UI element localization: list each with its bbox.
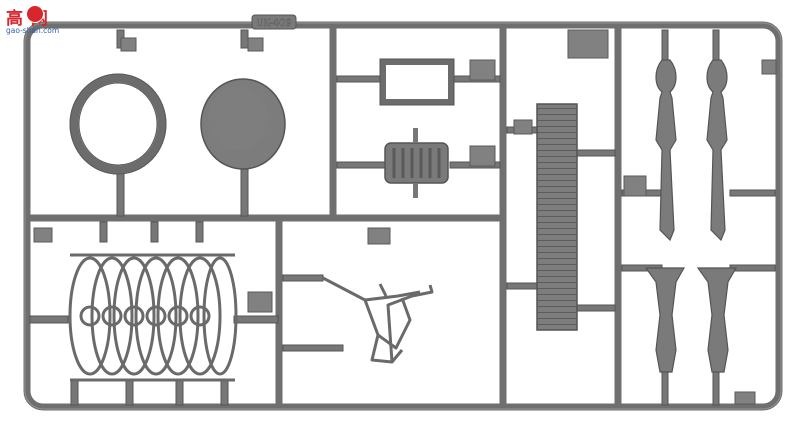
bell-parts	[644, 267, 738, 373]
watermark-url: gao-shan.com	[6, 26, 60, 35]
watermark-badge-icon	[26, 5, 44, 23]
wire-frame-part	[322, 276, 434, 364]
ring-part	[69, 73, 167, 175]
ribbed-plate-part	[536, 103, 578, 331]
sprue-code-tag: UK-409	[251, 14, 297, 30]
disc-part	[200, 78, 286, 170]
lattice-screen-part	[68, 253, 238, 382]
sprue-frame	[23, 21, 783, 411]
grille-part	[384, 128, 449, 198]
post-parts	[655, 59, 728, 242]
window-frame-part	[379, 58, 455, 106]
watermark-logo: 高 网 gao-shan.com	[4, 4, 76, 38]
svg-text:UK-409: UK-409	[256, 18, 292, 29]
